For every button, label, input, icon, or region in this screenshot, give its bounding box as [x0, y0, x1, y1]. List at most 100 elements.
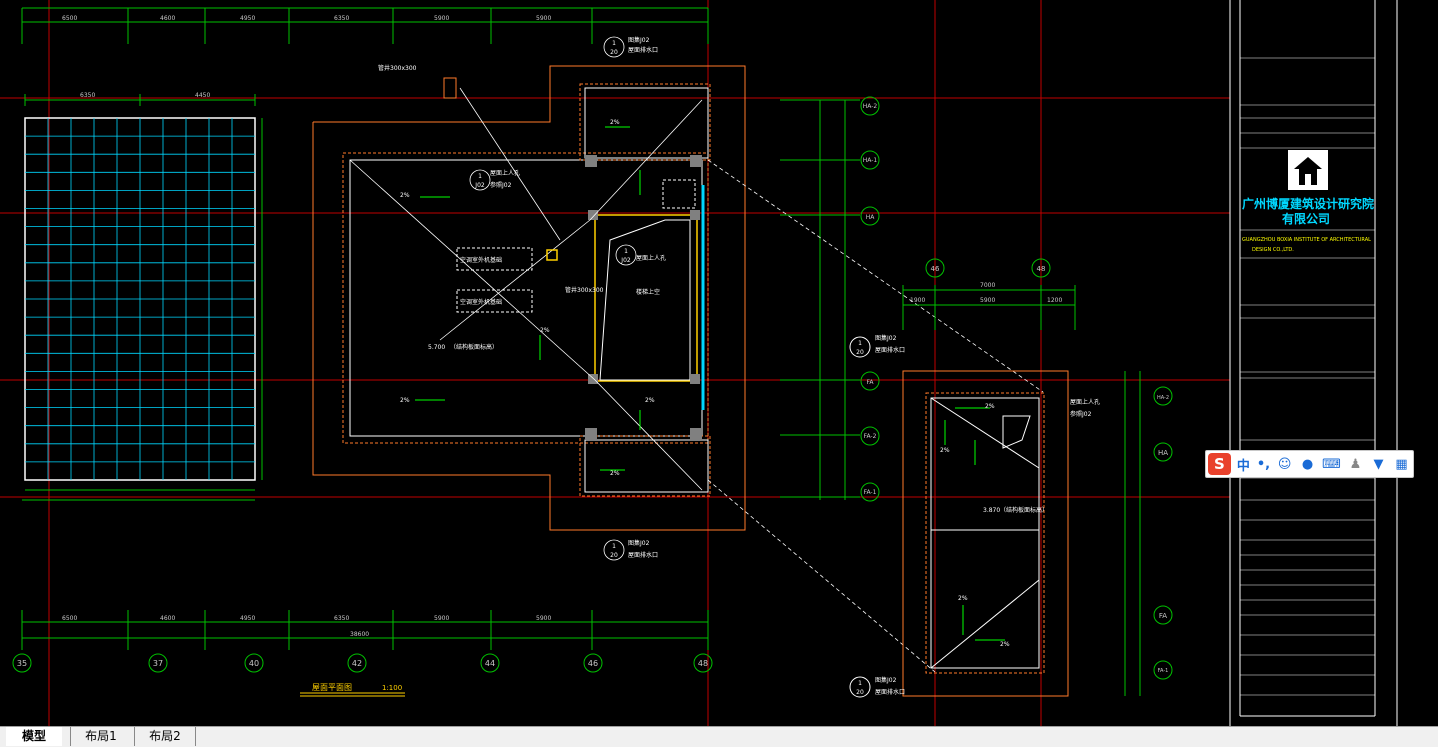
svg-text:46: 46: [931, 265, 940, 273]
emoji-icon[interactable]: ☺: [1277, 456, 1292, 472]
svg-text:4950: 4950: [240, 615, 255, 622]
toolbox-icon[interactable]: ▦: [1395, 456, 1408, 472]
svg-text:1: 1: [612, 543, 616, 550]
svg-text:HA: HA: [1158, 449, 1168, 457]
svg-text:楼梯上空: 楼梯上空: [636, 288, 660, 296]
svg-text:20: 20: [856, 349, 864, 356]
ime-toolbar[interactable]: S 中 •, ☺ ● ⌨ ♟ ▼ ▦: [1205, 450, 1414, 478]
svg-text:有限公司: 有限公司: [1282, 211, 1330, 226]
layout-tab-bar: 模型 布局1 布局2: [0, 726, 1438, 747]
svg-text:管井300x300: 管井300x300: [565, 286, 604, 294]
svg-text:图集J02: 图集J02: [875, 334, 897, 342]
axis-bubbles-right-main: HA-2 HA-1 HA FA FA-2 FA-1: [860, 96, 880, 502]
svg-text:38600: 38600: [350, 631, 369, 638]
svg-text:J02: J02: [620, 257, 631, 264]
svg-text:空调室外机基础: 空调室外机基础: [460, 256, 502, 264]
cad-model-space[interactable]: 6500 4600 4950 6350 5900 5900 6350 4450: [0, 0, 1438, 726]
svg-text:2%: 2%: [958, 595, 968, 602]
svg-text:6500: 6500: [62, 615, 77, 622]
axis-lines-red: [0, 0, 1230, 726]
svg-text:4600: 4600: [160, 615, 175, 622]
svg-text:HA: HA: [866, 214, 876, 221]
svg-text:FA-1: FA-1: [864, 489, 877, 496]
svg-text:屋面排水口: 屋面排水口: [628, 46, 658, 54]
sogou-logo-icon[interactable]: S: [1208, 453, 1231, 475]
svg-text:4600: 4600: [160, 15, 175, 22]
user-icon[interactable]: ♟: [1349, 456, 1362, 472]
svg-text:5900: 5900: [434, 615, 449, 622]
svg-text:（结构板面标高）: （结构板面标高）: [450, 343, 498, 351]
svg-text:HA-1: HA-1: [863, 157, 878, 164]
svg-text:5900: 5900: [536, 15, 551, 22]
svg-text:4950: 4950: [240, 15, 255, 22]
svg-text:2%: 2%: [645, 397, 655, 404]
svg-text:（结构板面标高）: （结构板面标高）: [1000, 506, 1048, 514]
svg-text:40: 40: [249, 659, 259, 668]
svg-text:图集J02: 图集J02: [875, 676, 897, 684]
svg-text:2%: 2%: [1000, 641, 1010, 648]
tab-layout1[interactable]: 布局1: [70, 727, 131, 746]
svg-text:20: 20: [856, 689, 864, 696]
svg-text:6500: 6500: [62, 15, 77, 22]
svg-text:屋面排水口: 屋面排水口: [875, 688, 905, 696]
svg-text:2%: 2%: [610, 119, 620, 126]
left-grid-panel: 6350 4450: [24, 92, 263, 491]
svg-text:1: 1: [858, 680, 862, 687]
svg-text:5900: 5900: [980, 297, 995, 304]
svg-text:HA-2: HA-2: [863, 103, 878, 110]
detail-plan: 2% 2% 2% 2% 3.870 （结构板面标高） 屋面上人孔 参照J02 图…: [849, 258, 1173, 698]
dims-bottom-text: 6500 4600 4950 6350 5900 5900 38600: [62, 615, 551, 638]
svg-text:1: 1: [478, 173, 482, 180]
svg-text:参照J02: 参照J02: [1070, 410, 1092, 418]
svg-text:广州博厦建筑设计研究院: 广州博厦建筑设计研究院: [1242, 196, 1374, 211]
svg-text:3.870: 3.870: [983, 507, 1000, 514]
svg-text:7000: 7000: [980, 282, 995, 289]
keyboard-icon[interactable]: ⌨: [1322, 456, 1341, 472]
svg-text:GUANGZHOU BOXIA INSTITUTE OF A: GUANGZHOU BOXIA INSTITUTE OF ARCHITECTUR…: [1242, 237, 1371, 243]
svg-text:35: 35: [17, 659, 27, 668]
svg-text:FA: FA: [866, 379, 874, 386]
svg-text:参照J02: 参照J02: [490, 181, 512, 189]
svg-text:屋面排水口: 屋面排水口: [875, 346, 905, 354]
microphone-icon[interactable]: ●: [1301, 456, 1314, 472]
title-block: 广州博厦建筑设计研究院 有限公司 GUANGZHOU BOXIA INSTITU…: [1229, 0, 1398, 726]
main-roof-plan: 2% 2% 2% 2% 2% 2% 空调室外机基础 空调室外机基础 管井300x…: [312, 36, 860, 561]
tab-model[interactable]: 模型: [6, 727, 62, 746]
ime-punct-toggle[interactable]: •,: [1256, 456, 1271, 472]
svg-text:44: 44: [485, 659, 495, 668]
svg-text:管井300x300: 管井300x300: [378, 64, 417, 72]
svg-text:1:100: 1:100: [382, 684, 402, 692]
svg-text:2%: 2%: [610, 470, 620, 477]
svg-text:2%: 2%: [985, 403, 995, 410]
svg-text:48: 48: [1037, 265, 1046, 273]
svg-text:1900: 1900: [910, 297, 925, 304]
svg-text:20: 20: [610, 552, 618, 559]
svg-text:屋面平面图: 屋面平面图: [312, 683, 352, 692]
svg-text:FA: FA: [1159, 612, 1167, 620]
svg-text:46: 46: [588, 659, 598, 668]
tab-layout2[interactable]: 布局2: [134, 727, 196, 746]
svg-text:6350: 6350: [334, 15, 349, 22]
svg-text:图集J02: 图集J02: [628, 36, 650, 44]
svg-text:4450: 4450: [195, 92, 210, 99]
plan-title: 屋面平面图 1:100: [300, 683, 405, 697]
svg-text:FA-2: FA-2: [864, 433, 877, 440]
svg-text:1200: 1200: [1047, 297, 1062, 304]
svg-text:1: 1: [624, 248, 628, 255]
svg-text:6350: 6350: [80, 92, 95, 99]
skin-icon[interactable]: ▼: [1373, 456, 1384, 472]
svg-text:1: 1: [858, 340, 862, 347]
svg-text:屋面上人孔: 屋面上人孔: [490, 169, 520, 177]
svg-text:42: 42: [352, 659, 362, 668]
svg-text:6350: 6350: [334, 615, 349, 622]
svg-text:2%: 2%: [400, 192, 410, 199]
svg-text:空调室外机基础: 空调室外机基础: [460, 298, 502, 306]
svg-text:J02: J02: [474, 182, 485, 189]
svg-text:20: 20: [610, 49, 618, 56]
dimension-top: [21, 7, 709, 44]
svg-text:2%: 2%: [400, 397, 410, 404]
svg-text:DESIGN CO.,LTD.: DESIGN CO.,LTD.: [1252, 247, 1294, 253]
ime-mode-toggle[interactable]: 中: [1236, 458, 1250, 474]
svg-text:2%: 2%: [940, 447, 950, 454]
svg-text:2%: 2%: [540, 327, 550, 334]
